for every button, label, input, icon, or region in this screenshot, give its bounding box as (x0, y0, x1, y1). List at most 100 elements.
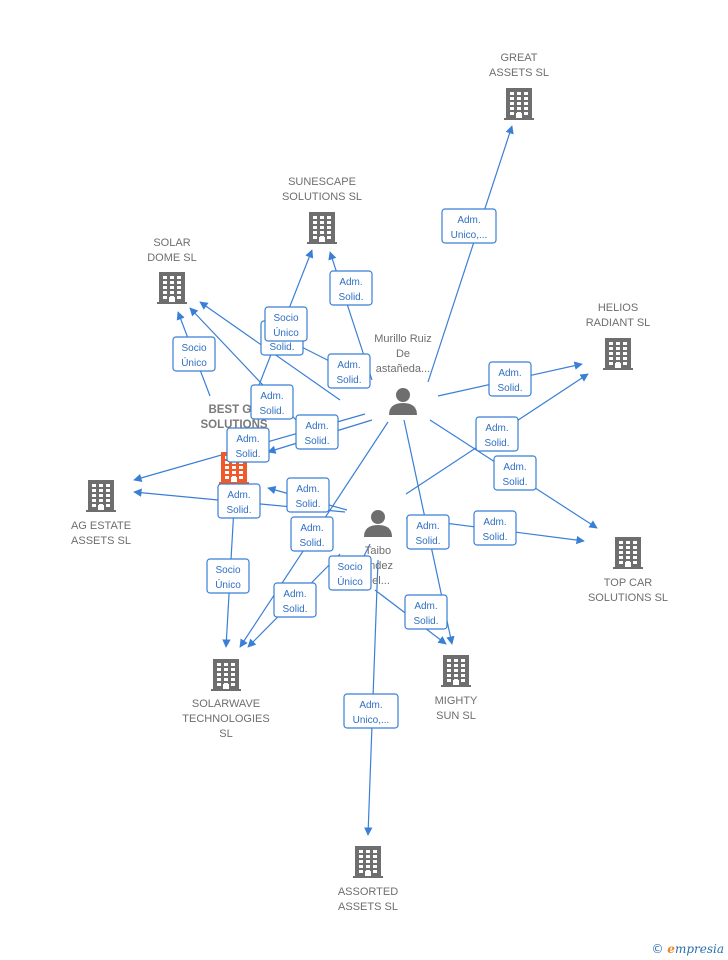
edge-label-text: Único (215, 578, 241, 591)
edge-label-text: Adm. (503, 462, 526, 473)
edge-label-text: Socio (273, 313, 298, 324)
node-label-helios: RADIANT SL (586, 317, 651, 329)
edge-label-13[interactable]: Adm.Solid. (406, 514, 450, 550)
node-solarwave[interactable]: SOLARWAVE TECHNOLOGIES SL (182, 659, 270, 740)
edge-label-text: Unico,... (353, 715, 390, 726)
node-label-assorted: ASSETS SL (338, 901, 398, 913)
edge-label-text: Solid. (413, 616, 438, 627)
edge-label-15[interactable]: Adm.Solid. (217, 483, 261, 519)
edge-label-text: Unico,... (451, 230, 488, 241)
edge-label-text: Adm. (414, 601, 437, 612)
edge-label-0[interactable]: Adm.Unico,... (441, 208, 497, 244)
edge-label-text: Socio (337, 562, 362, 573)
copyright-icon: © (651, 942, 664, 956)
edge-label-text: Solid. (295, 499, 320, 510)
node-label-top_car: SOLUTIONS SL (588, 592, 668, 604)
edge-labels-layer: Adm.Unico,...Adm.Solid.SocioÚnicoAdm.Sol… (172, 208, 537, 729)
node-sunescape[interactable]: SUNESCAPE SOLUTIONS SL (282, 176, 362, 244)
edge-label-text: Adm. (300, 523, 323, 534)
solarwave-building-icon (211, 659, 241, 691)
node-label-solarwave: SOLARWAVE (192, 698, 260, 710)
solar_dome-building-icon (157, 272, 187, 304)
edge-label-5[interactable]: Adm.Solid. (250, 384, 294, 420)
edge-label-1[interactable]: Adm.Solid. (329, 270, 373, 306)
edge-label-text: Solid. (497, 383, 522, 394)
edge-label-7[interactable]: Adm.Solid. (226, 427, 270, 463)
edge-label-text: Adm. (337, 360, 360, 371)
edge-label-text: Único (181, 356, 207, 369)
node-label-taibo: uel... (366, 575, 390, 587)
edge-label-21[interactable]: Adm. Unico,... (343, 693, 399, 729)
node-label-solar_dome: DOME SL (147, 252, 197, 264)
sunescape-building-icon (307, 212, 337, 244)
edge-label-text: Solid. (235, 449, 260, 460)
edge-label-text: Socio (181, 343, 206, 354)
node-label-ag_estate: ASSETS SL (71, 535, 131, 547)
edge-label-text: Adm. (498, 368, 521, 379)
edge-label-9[interactable]: Adm. Solid. (488, 361, 532, 397)
node-mighty[interactable]: MIGHTY SUN SL (435, 655, 478, 722)
edge-label-text: Adm. (485, 423, 508, 434)
node-ag_estate[interactable]: AG ESTATE ASSETS SL (71, 480, 131, 547)
logo-letter: e (667, 942, 675, 956)
edge-label-text: Solid. (482, 532, 507, 543)
node-label-solarwave: TECHNOLOGIES (182, 713, 269, 725)
node-label-murillo: De (396, 348, 410, 360)
edge-label-text: Solid. (484, 438, 509, 449)
edge-label-16[interactable]: Adm. Solid. (290, 516, 334, 552)
helios-building-icon (603, 338, 633, 370)
node-label-taibo: Taibo (365, 545, 391, 557)
node-top_car[interactable]: TOP CAR SOLUTIONS SL (588, 537, 668, 604)
edge-label-text: Solid. (269, 342, 294, 353)
node-label-sunescape: SOLUTIONS SL (282, 191, 362, 203)
node-label-solar_dome: SOLAR (153, 237, 190, 249)
edge-label-12[interactable]: Adm. Solid. (473, 510, 517, 546)
great-building-icon (504, 88, 534, 120)
edge-label-20[interactable]: Adm. Solid. (404, 594, 448, 630)
node-murillo[interactable]: Murillo RuizDeastañeda... (374, 333, 432, 415)
edge-label-text: Adm. (359, 700, 382, 711)
node-label-ag_estate: AG ESTATE (71, 520, 131, 532)
edge-label-text: Solid. (282, 604, 307, 615)
ag_estate-building-icon (86, 480, 116, 512)
edge-label-text: Solid. (502, 477, 527, 488)
edge-label-text: Adm. (260, 391, 283, 402)
node-label-great: ASSETS SL (489, 67, 549, 79)
edge-label-8[interactable]: Adm. Solid. (295, 414, 339, 450)
empresia-logo[interactable]: © empresia (651, 942, 724, 956)
mighty-building-icon (441, 655, 471, 687)
node-label-top_car: TOP CAR (604, 577, 653, 589)
edge-label-14[interactable]: Adm.Solid. (286, 477, 330, 513)
node-label-best: BEST GR (208, 404, 260, 416)
logo-text: mpresia (674, 942, 724, 956)
node-solar_dome[interactable]: SOLAR DOME SL (147, 237, 197, 304)
edge-line-0 (427, 125, 514, 383)
edge-label-11[interactable]: Adm. Solid. (475, 416, 519, 452)
node-label-murillo: Murillo Ruiz (374, 333, 431, 345)
node-label-solarwave: SL (219, 728, 232, 740)
edge-label-text: Solid. (415, 536, 440, 547)
node-label-mighty: SUN SL (436, 710, 476, 722)
edge-label-text: Solid. (299, 538, 324, 549)
edge-label-text: Adm. (339, 277, 362, 288)
node-label-mighty: MIGHTY (435, 695, 478, 707)
edge-label-text: Adm. (483, 517, 506, 528)
edge-label-10[interactable]: Adm. Solid. (493, 455, 537, 491)
edge-label-text: Solid. (304, 436, 329, 447)
edge-label-text: Adm. (227, 490, 250, 501)
edge-label-text: Único (273, 326, 299, 339)
edge-label-text: Solid. (336, 375, 361, 386)
edge-label-18[interactable]: Adm.Solid. (273, 582, 317, 618)
node-label-sunescape: SUNESCAPE (288, 176, 356, 188)
edge-label-text: Adm. (305, 421, 328, 432)
edge-label-6[interactable]: Adm. Solid. (327, 353, 371, 389)
edge-label-text: Socio (215, 565, 240, 576)
